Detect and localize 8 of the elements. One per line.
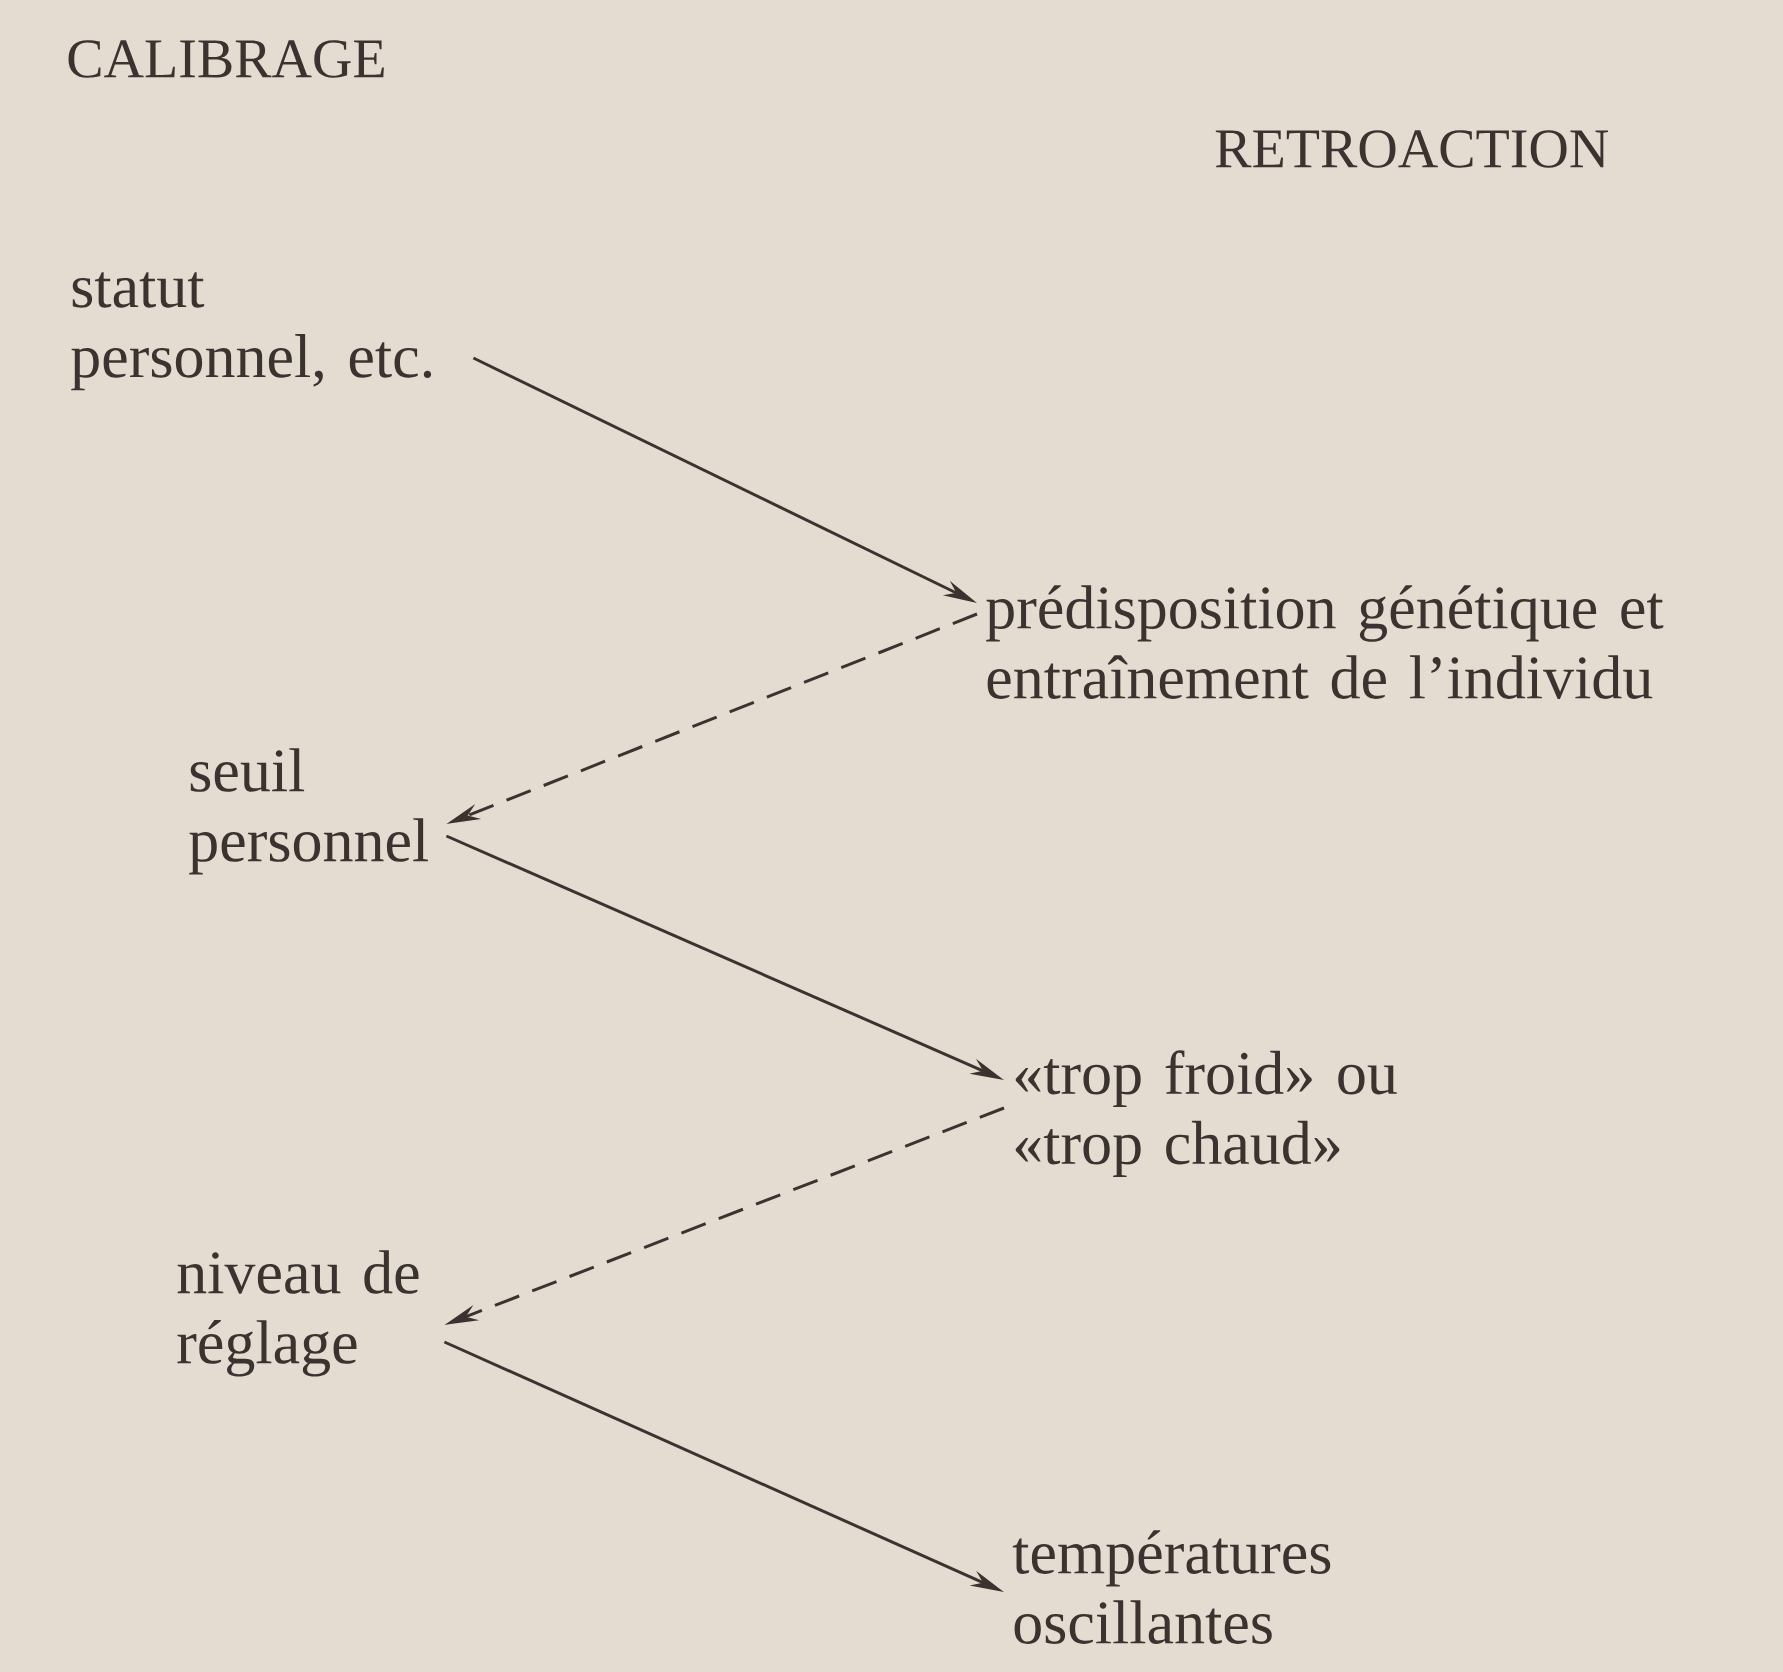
node-text: statut personnel, etc.: [71, 272, 432, 391]
node-text: «trop froid» ou «trop chaud»: [1015, 1050, 1397, 1178]
heading: CALIBRAGE: [68, 40, 384, 78]
node-text: températures oscillantes: [1012, 1530, 1331, 1644]
node-text: seuil personnel: [189, 748, 428, 875]
node-text: niveau de réglage: [177, 1250, 419, 1377]
node-text: prédisposition génétique et entraînement de l’individu: [986, 585, 1664, 699]
heading: RETROACTION: [1215, 130, 1608, 168]
